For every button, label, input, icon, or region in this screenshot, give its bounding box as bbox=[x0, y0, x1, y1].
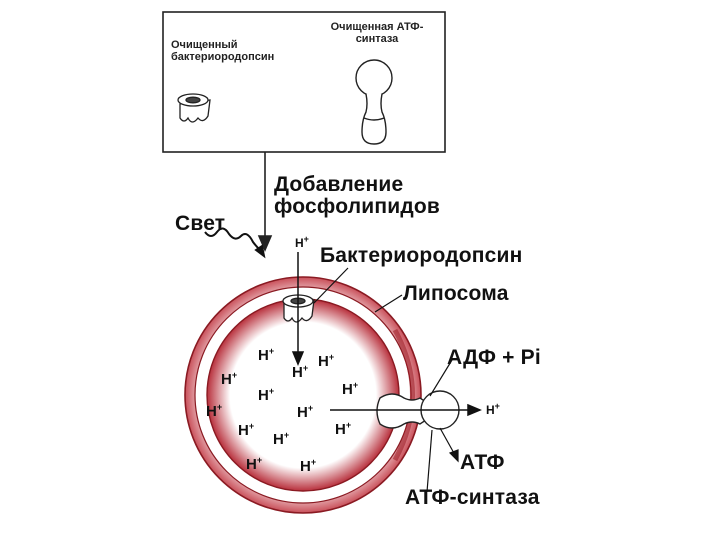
proton-inside: H+ bbox=[258, 386, 274, 404]
atp-arrow bbox=[440, 428, 458, 461]
proton-inside: H+ bbox=[342, 380, 358, 398]
proton-label-top: H+ bbox=[295, 234, 309, 250]
proton-inside: H+ bbox=[297, 403, 313, 421]
proton-inside: H+ bbox=[238, 421, 254, 439]
proton-inside: H+ bbox=[221, 370, 237, 388]
atp-label: АТФ bbox=[460, 452, 505, 474]
box-label-bacteriorhodopsin: Очищенный бактериородопсин bbox=[171, 40, 291, 63]
proton-inside: H+ bbox=[335, 420, 351, 438]
proton-inside: H+ bbox=[246, 455, 262, 473]
proton-inside: H+ bbox=[300, 457, 316, 475]
proton-inside: H+ bbox=[273, 430, 289, 448]
phospholipid-addition-arrow bbox=[259, 152, 271, 250]
box-label-atp-synthase: Очищенная АТФ-синтаза bbox=[330, 22, 424, 45]
add-phospholipids-label: Добавление фосфолипидов bbox=[274, 174, 444, 218]
liposome-leader bbox=[375, 295, 402, 312]
liposome-label: Липосома bbox=[403, 283, 509, 305]
bacteriorhodopsin-label: Бактериородопсин bbox=[320, 245, 523, 267]
adp-pi-label: АДФ + Pi bbox=[447, 347, 541, 369]
light-label: Свет bbox=[175, 213, 225, 235]
bacteriorhodopsin-protein-icon bbox=[178, 94, 210, 122]
proton-inside: H+ bbox=[258, 346, 274, 364]
proton-label-exit: H+ bbox=[486, 401, 500, 417]
proton-inside: H+ bbox=[292, 363, 308, 381]
atp-synthase-leader bbox=[427, 430, 432, 492]
proton-inside: H+ bbox=[318, 352, 334, 370]
proton-inside: H+ bbox=[206, 402, 222, 420]
atp-synthase-label: АТФ-синтаза bbox=[405, 487, 540, 509]
